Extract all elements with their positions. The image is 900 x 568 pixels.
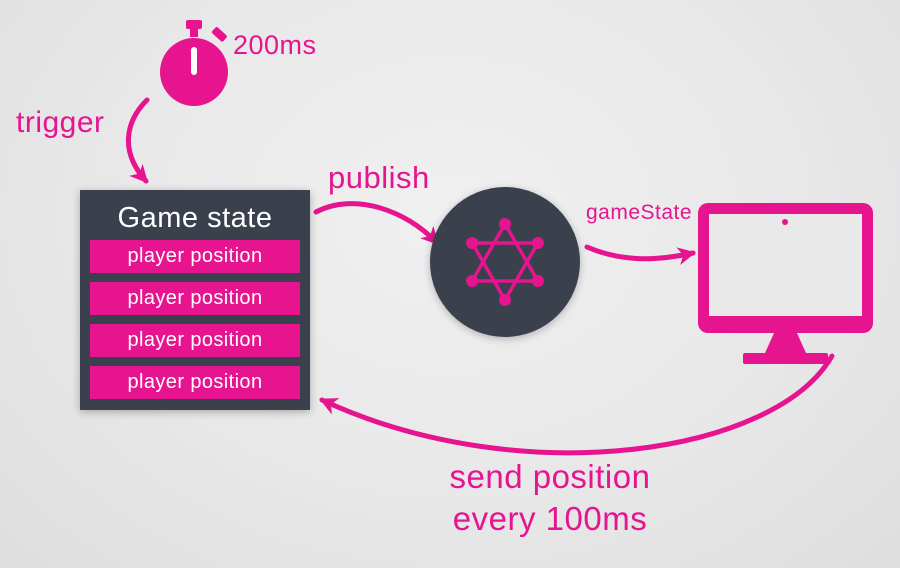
- stopwatch-icon: [152, 20, 236, 108]
- stopwatch-hand: [191, 47, 197, 75]
- feedback-line1: send position: [449, 458, 651, 495]
- trigger-label: trigger: [16, 106, 105, 139]
- player-position-row: player position: [90, 324, 300, 357]
- feedback-label: send position every 100ms: [395, 456, 705, 540]
- gamestate-arrow: [584, 244, 696, 265]
- stopwatch-crown: [186, 20, 202, 29]
- send-position-arrow: [319, 353, 835, 456]
- feedback-line2: every 100ms: [452, 500, 648, 537]
- game-state-title: Game state: [117, 202, 273, 234]
- graphql-logo-icon: [466, 218, 544, 306]
- monitor-screen: [709, 214, 862, 316]
- gamestate-event-label: gameState: [586, 201, 693, 224]
- publish-arrow: [313, 201, 440, 246]
- timer-duration-label: 200ms: [233, 30, 317, 60]
- player-position-row: player position: [90, 282, 300, 315]
- publish-label: publish: [328, 160, 430, 195]
- trigger-arrow: [125, 97, 150, 184]
- monitor-stand-neck: [765, 333, 806, 353]
- player-position-row: player position: [90, 240, 300, 273]
- monitor-icon: [698, 203, 876, 367]
- game-state-box: Game state player position player positi…: [80, 190, 310, 410]
- stopwatch-side-button: [211, 27, 227, 42]
- graphql-broker-node: [430, 187, 580, 337]
- monitor-stand-base: [743, 353, 828, 364]
- player-position-row: player position: [90, 366, 300, 399]
- monitor-camera-dot: [782, 219, 788, 225]
